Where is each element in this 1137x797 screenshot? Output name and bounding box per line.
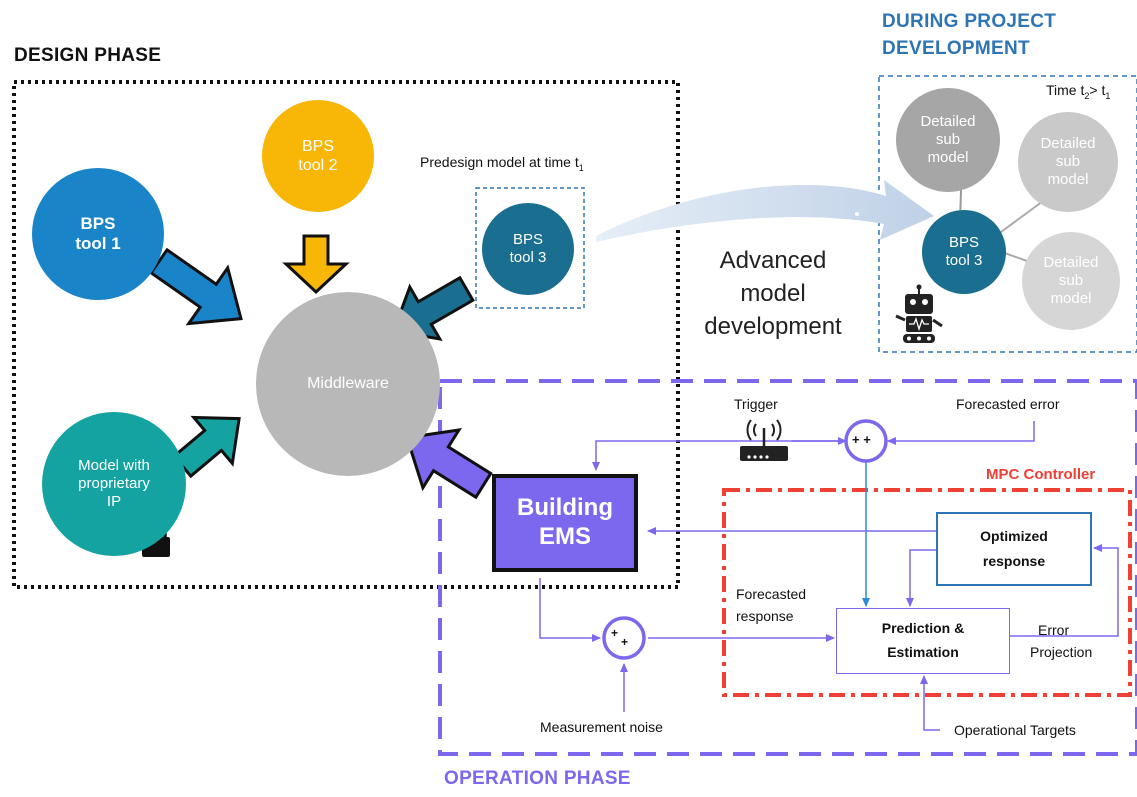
sub-model-1-line3: model	[927, 149, 969, 166]
forecasted-response-line1: Forecasted	[736, 586, 807, 602]
sub-model-1-line1: Detailed	[920, 113, 976, 130]
forecasted-response-label: Forecasted response	[736, 584, 806, 627]
advanced-model-development-label: Advanced model development	[686, 244, 860, 343]
sub-model-1-line2: sub	[935, 131, 961, 148]
predesign-label-sub: 1	[578, 162, 584, 173]
proprietary-line1: Model with	[78, 457, 150, 474]
error-projection-line1: Error	[1038, 622, 1070, 638]
sum-bottom-sign-1: +	[611, 626, 619, 640]
during-project-title-line2: DEVELOPMENT	[882, 38, 1030, 59]
advanced-line3: development	[704, 313, 842, 341]
sub-model-3-line3: model	[1050, 290, 1092, 307]
project-bps-tool3-node: BPS tool 3	[922, 210, 1006, 294]
mpc-controller-label: MPC Controller	[986, 466, 1096, 483]
predesign-label-text: Predesign model at time t	[420, 154, 579, 170]
optimized-line1: Optimized	[980, 527, 1048, 544]
bps-tool3-line1: BPS	[512, 231, 543, 248]
sub-model-2-line2: sub	[1055, 153, 1081, 170]
design-phase-title: DESIGN PHASE	[14, 45, 162, 66]
arrow-tool1	[148, 247, 243, 326]
arrow-tool2	[282, 234, 350, 295]
router-icon	[740, 419, 788, 461]
forecasted-response-line2: response	[736, 607, 794, 624]
proprietary-model-node: Model with proprietary IP	[42, 412, 186, 556]
operation-phase-title: OPERATION PHASE	[444, 768, 631, 789]
error-projection-line2: Projection	[1030, 643, 1093, 660]
operation-phase-border	[438, 379, 1137, 756]
arrow-proprietary	[171, 415, 241, 479]
proprietary-line3: IP	[106, 493, 122, 510]
ems-line2: EMS	[538, 523, 591, 550]
optimized-line2: response	[982, 553, 1046, 569]
detailed-sub-model-3: Detailed sub model	[1022, 232, 1120, 330]
sub-model-3-line2: sub	[1058, 272, 1084, 289]
mpc-controller-border	[722, 488, 1132, 697]
sum-junction-bottom	[602, 616, 646, 660]
robot-icon	[895, 284, 943, 343]
sum-junction-top	[844, 419, 888, 463]
advanced-line1: Advanced	[719, 247, 827, 274]
sub-model-2-line1: Detailed	[1040, 135, 1096, 152]
bps-tool1-line1: BPS	[80, 213, 116, 233]
bps-tool2-node: BPS tool 2	[262, 100, 374, 212]
sum-top-signs: + +	[852, 432, 871, 447]
time-sub-2: 1	[1105, 90, 1111, 101]
sum-bottom-sign-2: +	[621, 635, 629, 649]
proprietary-line2: proprietary	[78, 475, 150, 492]
prediction-line2: Estimation	[887, 644, 959, 660]
middleware-label: Middleware	[307, 375, 389, 393]
forecasted-error-label: Forecasted error	[956, 396, 1060, 412]
prediction-line1: Prediction &	[881, 620, 965, 637]
advanced-line2: model	[740, 280, 806, 308]
bps-tool1-node: BPS tool 1	[32, 168, 164, 300]
sub-model-3-line1: Detailed	[1043, 254, 1099, 271]
bps-tool2-line2: tool 2	[298, 157, 338, 174]
measurement-noise-label: Measurement noise	[540, 719, 663, 735]
prediction-estimation-block: Prediction & Estimation	[836, 608, 1010, 674]
bps-tool3-line2: tool 3	[509, 249, 547, 266]
middleware-node: Middleware	[256, 292, 440, 476]
predesign-box	[475, 187, 585, 309]
error-projection-label: Error Projection	[1030, 620, 1092, 663]
time-label-text: Time t	[1046, 82, 1085, 98]
predesign-label: Predesign model at time t1	[420, 154, 584, 173]
design-phase-border	[12, 80, 680, 589]
ems-line1: Building	[517, 494, 613, 522]
detailed-sub-model-2: Detailed sub model	[1018, 112, 1118, 212]
time-sub-1: 2	[1084, 90, 1090, 101]
sub-model-2-line3: model	[1047, 171, 1089, 188]
trigger-label: Trigger	[734, 396, 778, 412]
during-project-title-line1: DURING PROJECT	[882, 11, 1057, 32]
bps-tool3-node: BPS tool 3	[482, 203, 574, 295]
time-gt: > t	[1089, 82, 1106, 98]
bps-tool1-line2: tool 1	[75, 234, 121, 253]
advanced-curve-arrow	[596, 180, 934, 242]
project-tool3-line1: BPS	[948, 234, 979, 251]
project-tool3-line2: tool 3	[945, 252, 983, 269]
operational-targets-label: Operational Targets	[954, 722, 1076, 738]
bps-tool2-line1: BPS	[301, 137, 334, 155]
arrow-ems	[405, 428, 493, 500]
time-label: Time t2> t1	[1046, 82, 1110, 101]
building-ems-block: Building EMS	[492, 474, 638, 572]
detailed-sub-model-1: Detailed sub model	[896, 88, 1000, 192]
optimized-response-block: Optimized response	[936, 512, 1092, 586]
